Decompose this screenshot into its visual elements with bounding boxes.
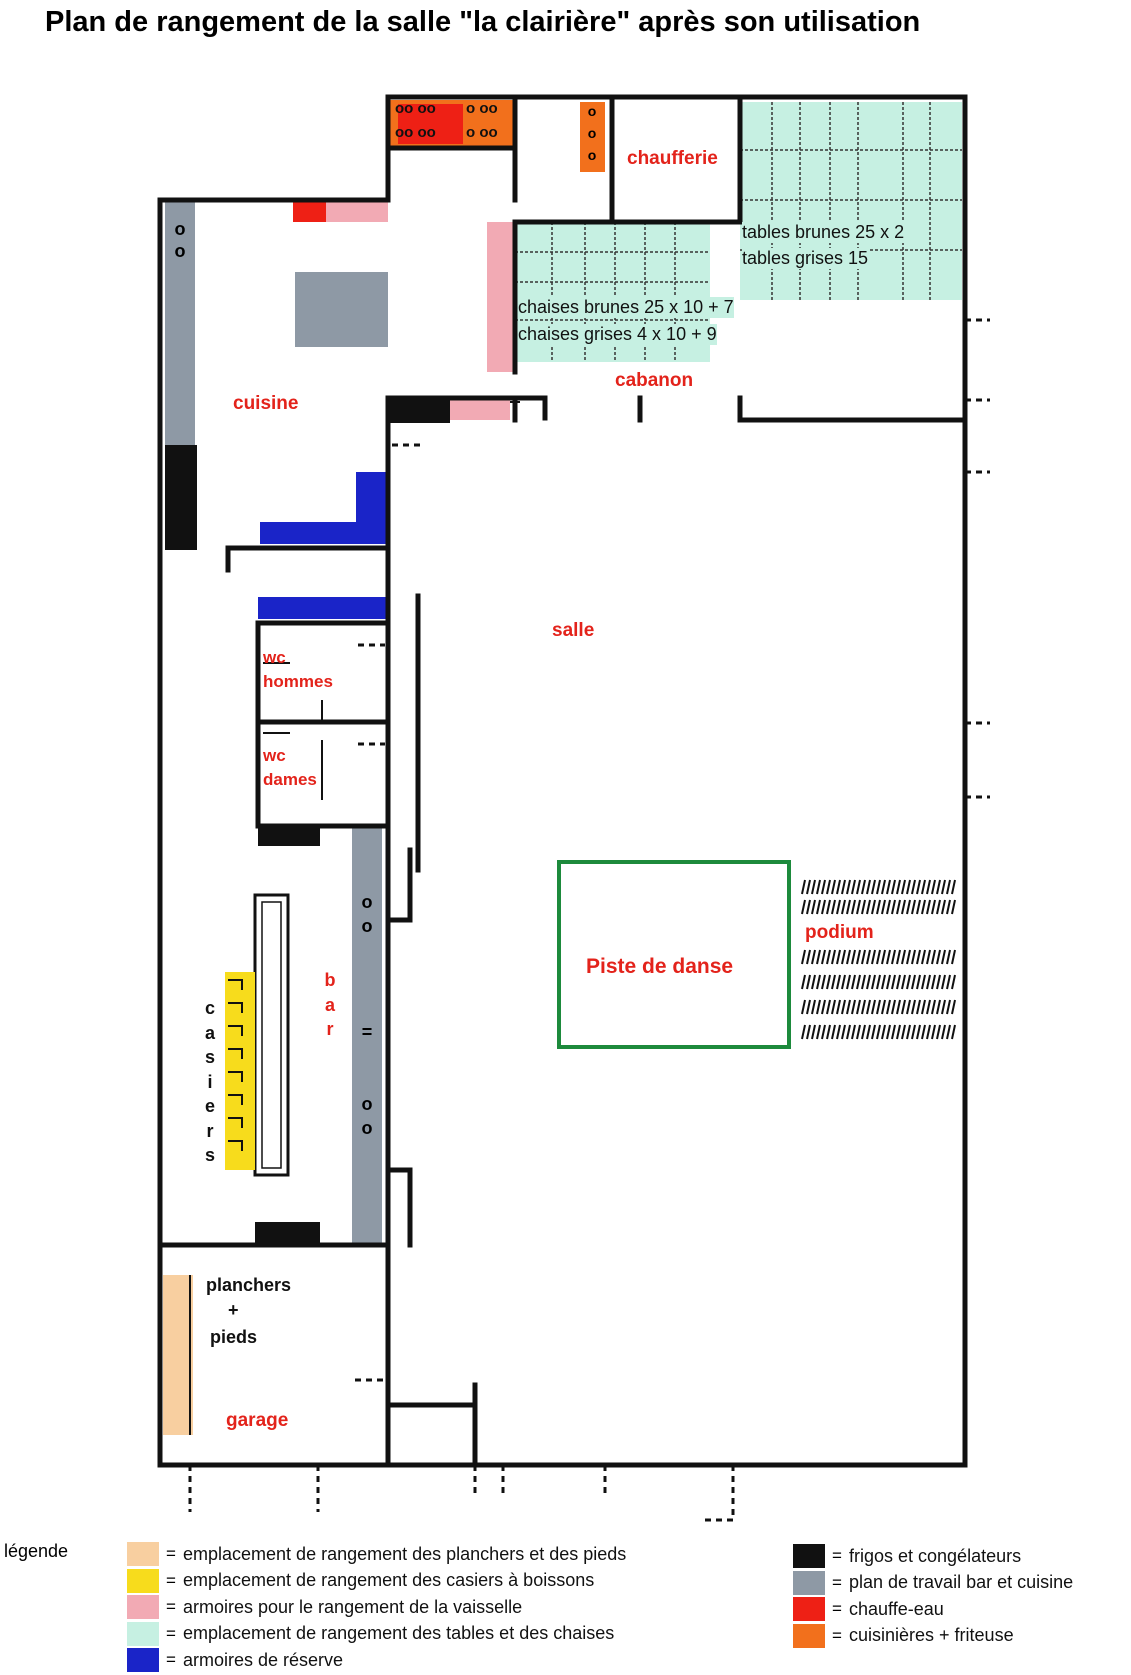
reserve-cabinet-wc: [258, 597, 386, 619]
legend-left-item: = emplacement de rangement des planchers …: [127, 1542, 626, 1566]
legend-left-item: = armoires pour le rangement de la vaisse…: [127, 1595, 522, 1619]
room-label-wc-dames-2: dames: [263, 770, 317, 789]
bar-fridge-bottom: [255, 1222, 320, 1246]
legend-equals: =: [166, 1544, 176, 1563]
room-label-chaufferie: chaufferie: [627, 148, 718, 169]
dish-cabinet: [487, 222, 515, 372]
legend-swatch: [127, 1595, 159, 1619]
crate-marks: [228, 979, 243, 1151]
legend-label: armoires de réserve: [183, 1649, 344, 1670]
legend-label: cuisinières + friteuse: [849, 1625, 1014, 1645]
bar-worktop: [352, 826, 382, 1246]
room-label-wc-hommes-2: hommes: [263, 672, 333, 691]
legend-swatch: [127, 1542, 159, 1566]
stove-marks-top-b: o oo: [466, 100, 498, 117]
legend-swatch: [793, 1570, 825, 1595]
legend-right-item: = frigos et congélateurs: [793, 1544, 1021, 1568]
note-tables-grises: tables grises 15: [742, 248, 869, 269]
garage-plus-label: +: [228, 1300, 239, 1320]
note-chaises-brunes: chaises brunes 25 x 10 + 7: [518, 297, 734, 318]
legend-equals: =: [166, 1570, 176, 1590]
heater-column: [580, 102, 605, 172]
kitchen-fridge: [165, 445, 197, 550]
legend-swatch: [793, 1544, 825, 1568]
legend-label: emplacement de rangement des casiers à b…: [183, 1570, 595, 1590]
garage-planchers-label: planchers: [206, 1275, 292, 1295]
garage-pieds-label: pieds: [210, 1327, 258, 1347]
legend-label: emplacement de rangement des tables et d…: [183, 1623, 615, 1643]
dance-floor-label: Piste de danse: [586, 955, 734, 978]
bar-counter-inner: [261, 901, 282, 1169]
stove-marks-top: oo oo: [395, 100, 436, 117]
legend-swatch: [127, 1648, 159, 1672]
legend-equals: =: [832, 1546, 842, 1565]
note-tables-brunes: tables brunes 25 x 2: [742, 222, 905, 243]
legend-equals: =: [832, 1625, 842, 1645]
dance-floor: [557, 860, 791, 1049]
inner-lines: [263, 401, 520, 800]
room-label-garage: garage: [226, 1410, 289, 1431]
legend-label: plan de travail bar et cuisine: [849, 1572, 1074, 1592]
bar-fridge: [258, 826, 320, 846]
bar-eq-mark: =: [361, 1022, 373, 1042]
legend-left-item: = armoires de réserve: [127, 1648, 343, 1672]
legend-equals: =: [166, 1597, 176, 1616]
room-label-salle: salle: [552, 620, 595, 641]
legend-swatch: [127, 1568, 159, 1593]
cabanon-fridge: [390, 398, 450, 423]
room-label-wc-dames-1: wc: [263, 746, 286, 765]
legend-title: légende: [4, 1541, 69, 1561]
note-chaises-grises: chaises grises 4 x 10 + 9: [518, 324, 717, 345]
legend-swatch: [127, 1621, 159, 1646]
door-marks: [160, 318, 990, 1522]
stove-marks-bottom-b: o oo: [466, 124, 498, 141]
room-label-cabanon: cabanon: [615, 370, 694, 391]
kitchen-worktop: [165, 200, 195, 445]
room-label-cuisine: cuisine: [233, 393, 299, 414]
legend-equals: =: [166, 1650, 176, 1669]
legend-left-item: = emplacement de rangement des casiers à …: [127, 1568, 595, 1593]
reserve-cabinet-horizontal: [260, 522, 386, 544]
legend-equals: =: [832, 1572, 842, 1592]
legend-equals: =: [832, 1599, 842, 1618]
tables-storage-area: [740, 102, 962, 300]
legend-label: armoires pour le rangement de la vaissel…: [183, 1596, 523, 1617]
legend-left-item: = emplacement de rangement des tables et …: [127, 1621, 615, 1646]
legend-right-item: = plan de travail bar et cuisine: [793, 1570, 1074, 1595]
room-label-wc-hommes-1: wc: [263, 648, 286, 667]
legend-right-item: = cuisinières + friteuse: [793, 1623, 1014, 1648]
kitchen-dish-cabinet-top: [326, 200, 388, 222]
legend-equals: =: [166, 1623, 176, 1643]
page-title: Plan de rangement de la salle "la clairi…: [45, 6, 921, 38]
dish-cabinet-small: [450, 398, 510, 420]
legend-label: chauffe-eau: [849, 1598, 944, 1619]
legend-swatch: [793, 1623, 825, 1648]
kitchen-island: [295, 272, 388, 347]
stove-marks-bottom: oo oo: [395, 124, 436, 141]
legend-right-item: = chauffe-eau: [793, 1597, 944, 1621]
legend-swatch: [793, 1597, 825, 1621]
legend-label: frigos et congélateurs: [849, 1545, 1022, 1566]
water-heater: [398, 104, 463, 144]
legend-label: emplacement de rangement des planchers e…: [183, 1543, 627, 1564]
planchers-storage: [163, 1275, 193, 1435]
kitchen-water-heater: [293, 200, 326, 222]
room-label-podium: podium: [803, 922, 876, 944]
podium-hatch: [801, 879, 956, 1040]
